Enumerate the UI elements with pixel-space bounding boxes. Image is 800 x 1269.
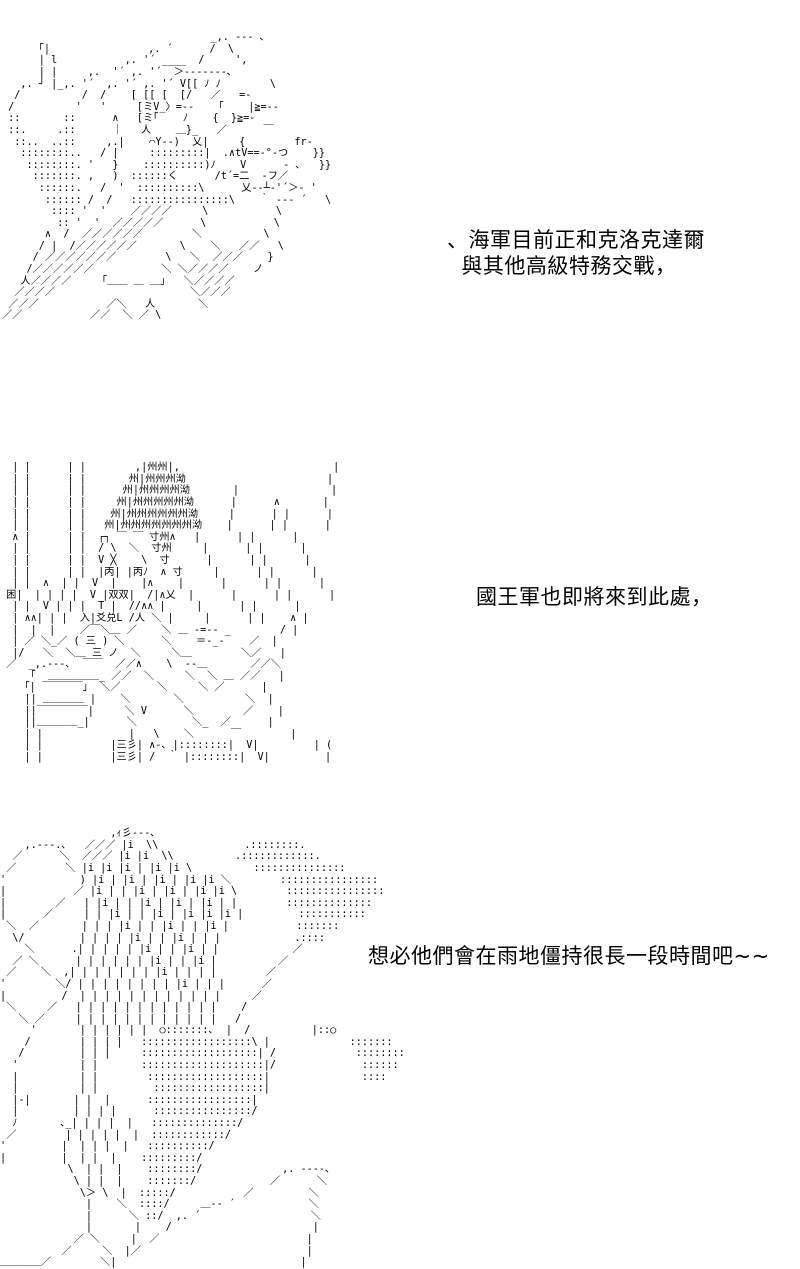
closeup-face-ascii-art: ,ｨ彡‐‐‐､ ,.‐‐‐.､ ／／／ |i \\ .::::::::. ／ ＼… — [0, 828, 405, 1269]
castle-fortress-ascii-art: | | | | ,|州州|, | | | | | 州|州州州泑 | | | | … — [6, 462, 340, 764]
dialogue-text-panel-2: 國王軍也即將來到此處， — [476, 585, 713, 609]
dialogue-text-panel-1: 、海軍目前正和克洛克達爾 與其他高級特務交戰， — [447, 228, 705, 278]
dialogue-text-panel-3: 想必他們會在雨地僵持很長一段時間吧~~ — [368, 944, 770, 968]
panel-3: ,ｨ彡‐‐‐､ ,.‐‐‐.､ ／／／ |i \\ .::::::::. ／ ＼… — [0, 818, 800, 1268]
panel-2: | | | | ,|州州|, | | | | | 州|州州州泑 | | | | … — [0, 452, 800, 818]
panel-1: _,. -‐‐ ､ ｢| ,. ´ / \ | l ,. '´ ____ / '… — [0, 0, 800, 452]
character-pointing-ascii-art: _,. -‐‐ ､ ｢| ,. ´ / \ | l ,. '´ ____ / '… — [2, 32, 332, 322]
